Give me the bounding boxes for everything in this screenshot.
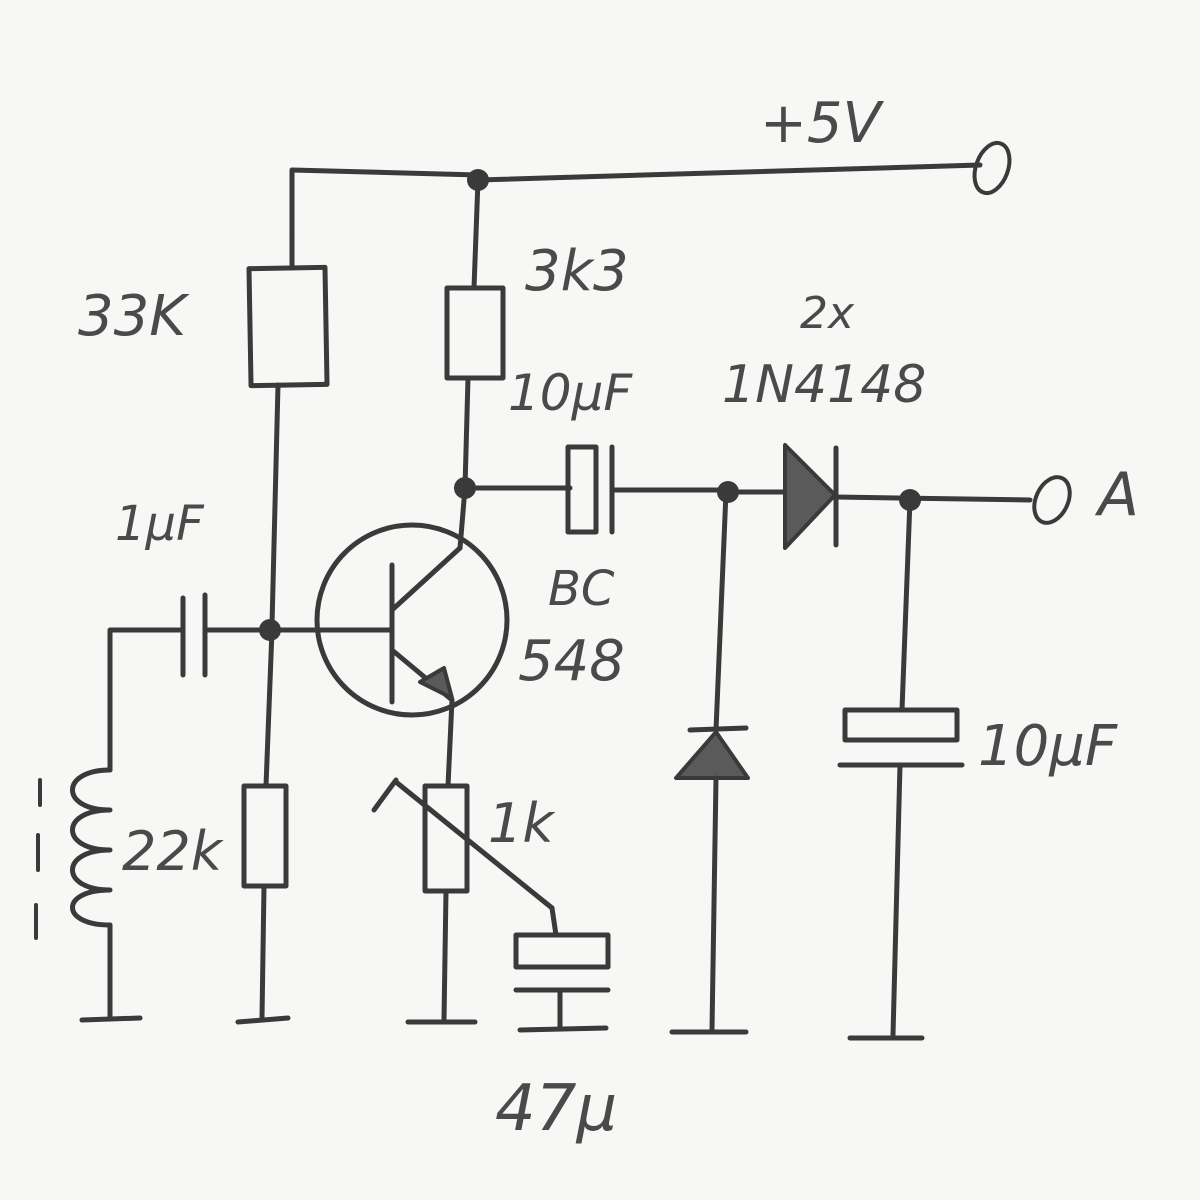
potentiometer-1k	[371, 697, 559, 1025]
resistor-33k	[246, 232, 330, 628]
capacitor-input-label: 1μF	[115, 496, 205, 552]
inductor-coil	[70, 767, 113, 928]
transistor-collector-lead	[389, 545, 463, 613]
capacitor-emitter-47u	[513, 932, 611, 1033]
series-diode	[783, 443, 1072, 550]
transistor-bc548	[259, 485, 510, 718]
capacitor-coupling-10uf	[565, 444, 723, 535]
transistor-body	[314, 522, 510, 718]
resistor-22k	[235, 627, 291, 1025]
transistor-label-line1: BC	[548, 561, 615, 617]
input-network	[34, 592, 273, 1023]
diodes-count-label: 2x	[800, 288, 855, 339]
capacitor-output-label: 10μF	[978, 714, 1118, 779]
series-diode-symbol	[783, 443, 837, 550]
supply-rail	[289, 140, 1012, 238]
diodes-type-label: 1N4148	[722, 355, 926, 415]
capacitor-emitter-label: 47μ	[495, 1072, 617, 1146]
potentiometer-label: 1k	[488, 792, 556, 855]
capacitor-output-10uf	[837, 497, 965, 1041]
emitter-arrow-icon	[418, 666, 454, 700]
resistor-33k-label: 33K	[78, 284, 190, 349]
supply-label: +5V	[760, 91, 885, 156]
supply-terminal	[972, 140, 1012, 196]
shunt-diode-branch	[669, 481, 788, 1035]
resistor-22k-label: 22k	[122, 820, 225, 883]
capacitor-coupling-label: 10μF	[508, 364, 633, 422]
transistor-label-line2: 548	[518, 629, 625, 694]
output-label: A	[1094, 460, 1139, 530]
collector-wire	[454, 477, 573, 499]
resistor-3k3	[444, 177, 506, 491]
resistor-3k3-label: 3k3	[525, 239, 629, 304]
output-terminal	[1032, 475, 1072, 525]
potentiometer-wiper	[393, 779, 555, 911]
shunt-diode-symbol	[674, 730, 750, 780]
